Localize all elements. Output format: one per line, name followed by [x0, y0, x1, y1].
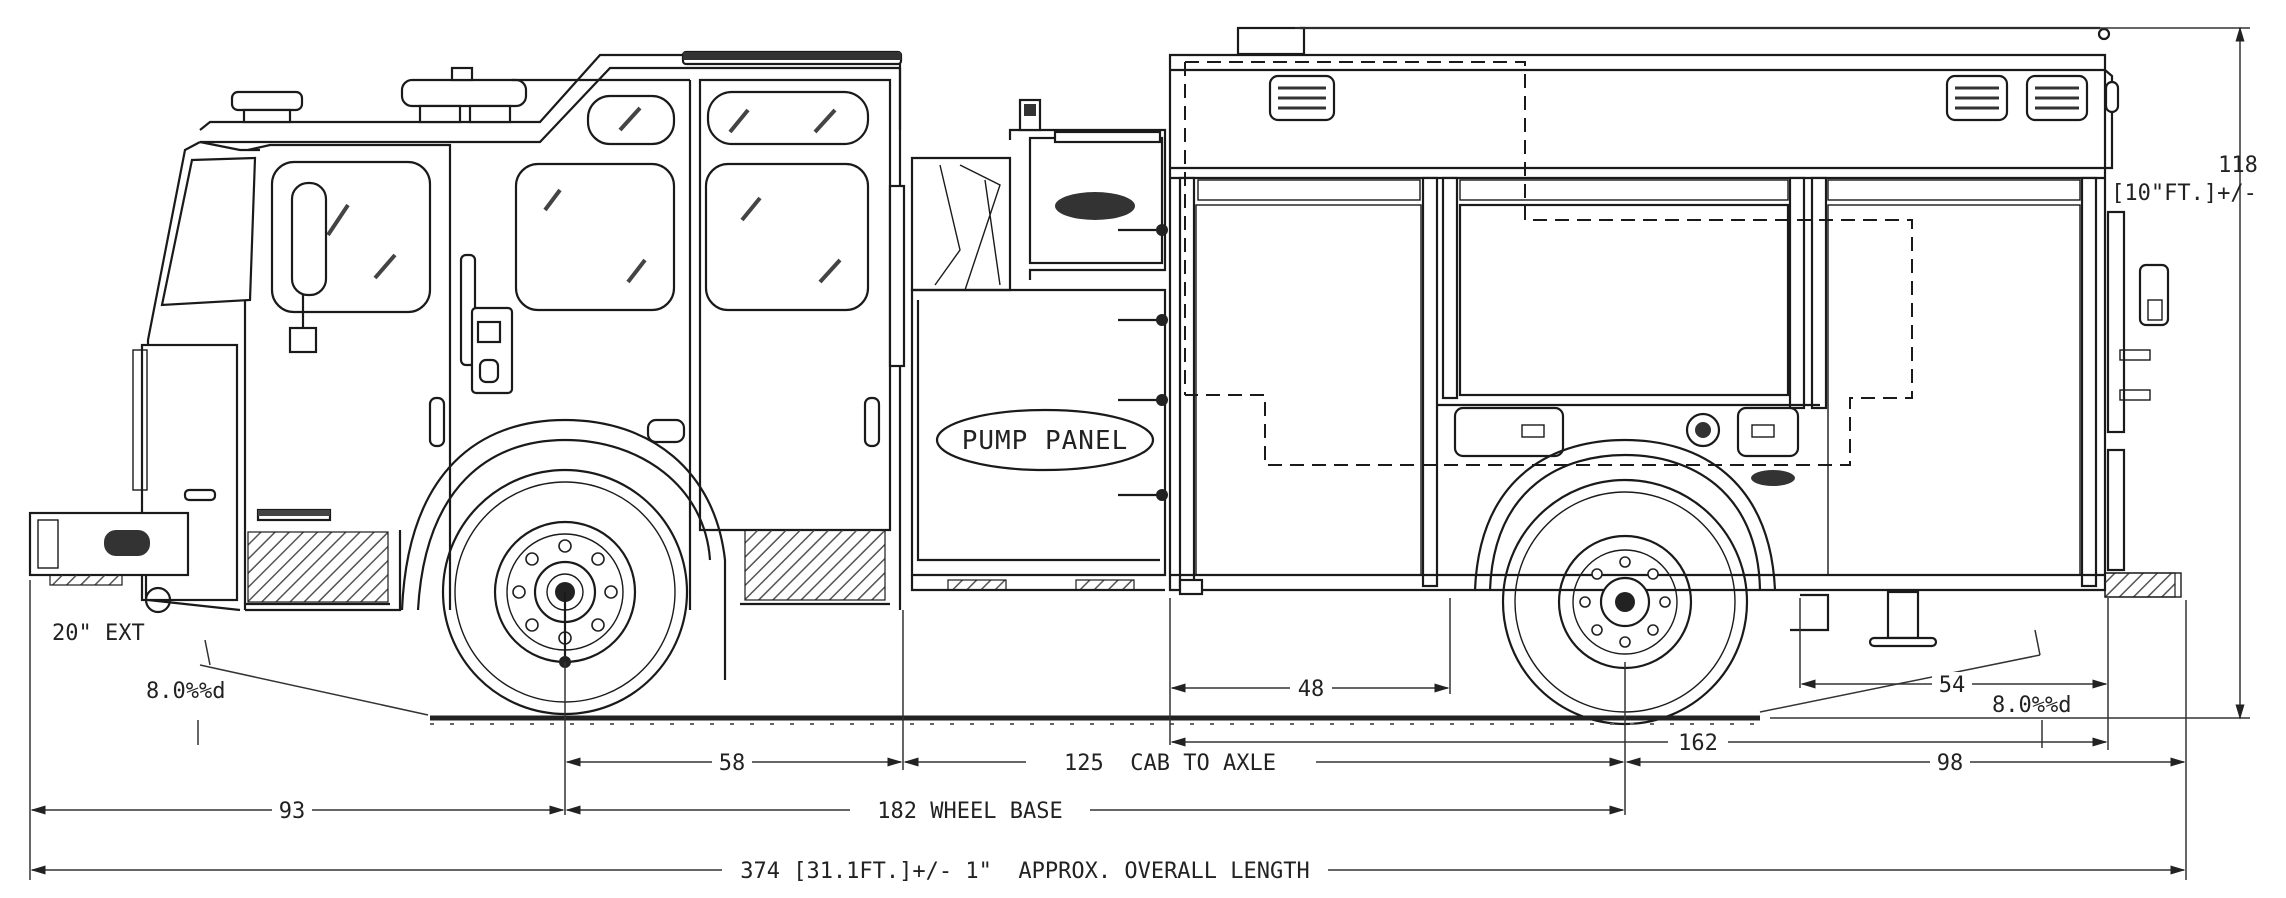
cab — [132, 50, 906, 612]
departure-angle: 8.0%%d — [1992, 693, 2071, 718]
dim-wheel-base: 182 WHEEL BASE — [877, 799, 1062, 824]
front-bumper — [28, 511, 190, 614]
height-value: 118 — [2218, 153, 2258, 178]
pump-panel: PUMP PANEL — [910, 98, 1168, 592]
ground-line — [430, 715, 1760, 725]
pump-panel-label: PUMP PANEL — [962, 426, 1129, 456]
dim-98: 98 — [1937, 751, 1964, 776]
height-feet: [10"FT.]+/- — [2111, 181, 2257, 206]
dimensions: 118 [10"FT.]+/- 20" EXT 8.0%%d 8.0%%d 48… — [29, 26, 2258, 884]
dim-48: 48 — [1298, 677, 1325, 702]
dim-93: 93 — [279, 799, 306, 824]
dim-162: 162 — [1678, 731, 1718, 756]
dim-overall-length: 374 [31.1FT.]+/- 1" APPROX. OVERALL LENG… — [740, 859, 1310, 884]
rear-wheel — [1501, 478, 1749, 726]
bumper-ext-label: 20" EXT — [52, 621, 145, 646]
dim-cab-to-axle: 125 CAB TO AXLE — [1064, 751, 1276, 776]
body — [1168, 26, 2182, 648]
pump-panel-label-ellipse — [935, 408, 1155, 472]
dim-54: 54 — [1939, 673, 1966, 698]
dim-58: 58 — [719, 751, 746, 776]
approach-angle: 8.0%%d — [146, 679, 225, 704]
